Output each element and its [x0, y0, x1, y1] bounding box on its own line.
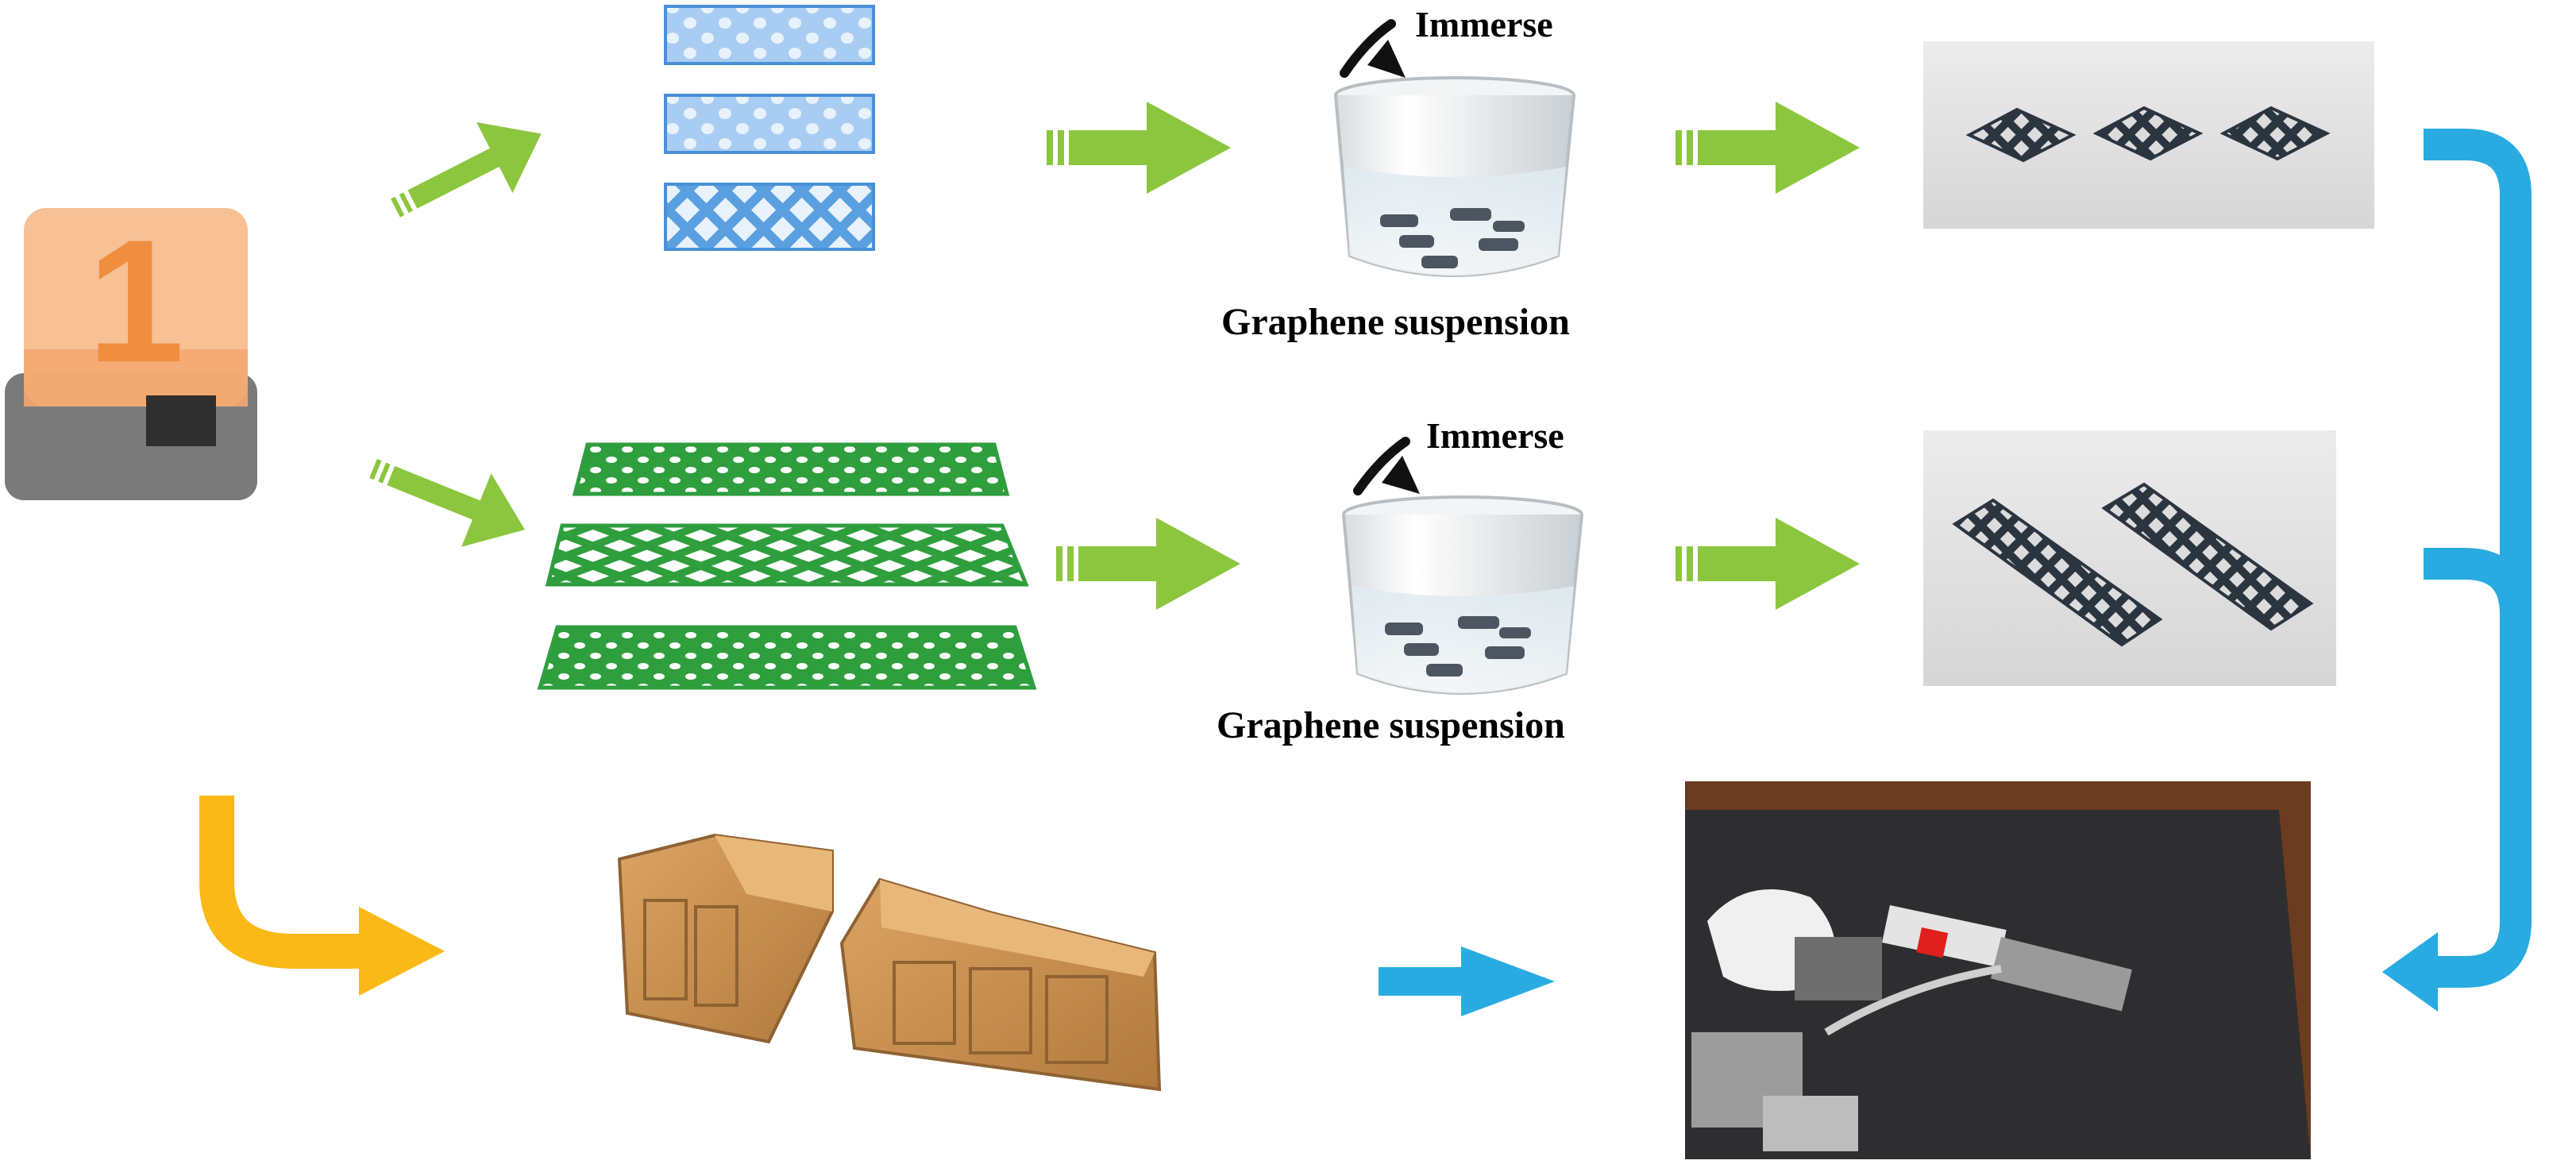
green-arrow-1	[391, 121, 542, 218]
finger-shell-icon	[617, 833, 1162, 1092]
green-lattice-icon	[537, 442, 1037, 690]
green-arrow-6	[1676, 518, 1860, 610]
robot-hand-photo	[1685, 781, 2311, 1159]
coated-lattice-photo-1	[1923, 41, 2374, 229]
green-arrow-3	[1047, 102, 1231, 194]
graphene-suspension-label-top: Graphene suspension	[1221, 301, 1570, 343]
blue-bracket-arrow	[2382, 129, 2532, 1012]
green-arrow-5	[1676, 102, 1860, 194]
green-arrow-2	[369, 458, 525, 547]
coated-lattice-photo-2	[1923, 430, 2336, 686]
beaker-icon	[1342, 437, 1583, 695]
immerse-label-mid: Immerse	[1426, 415, 1564, 456]
yellow-arrow	[199, 796, 445, 996]
green-arrow-4	[1056, 518, 1240, 610]
graphene-suspension-label-mid: Graphene suspension	[1217, 704, 1565, 746]
blue-lattice-icon	[664, 5, 875, 251]
3d-printer-icon: 1	[5, 203, 257, 500]
blue-arrow-straight	[1379, 946, 1555, 1016]
printer-digit: 1	[87, 203, 184, 399]
immerse-label-top: Immerse	[1415, 4, 1553, 44]
beaker-icon	[1334, 19, 1575, 277]
